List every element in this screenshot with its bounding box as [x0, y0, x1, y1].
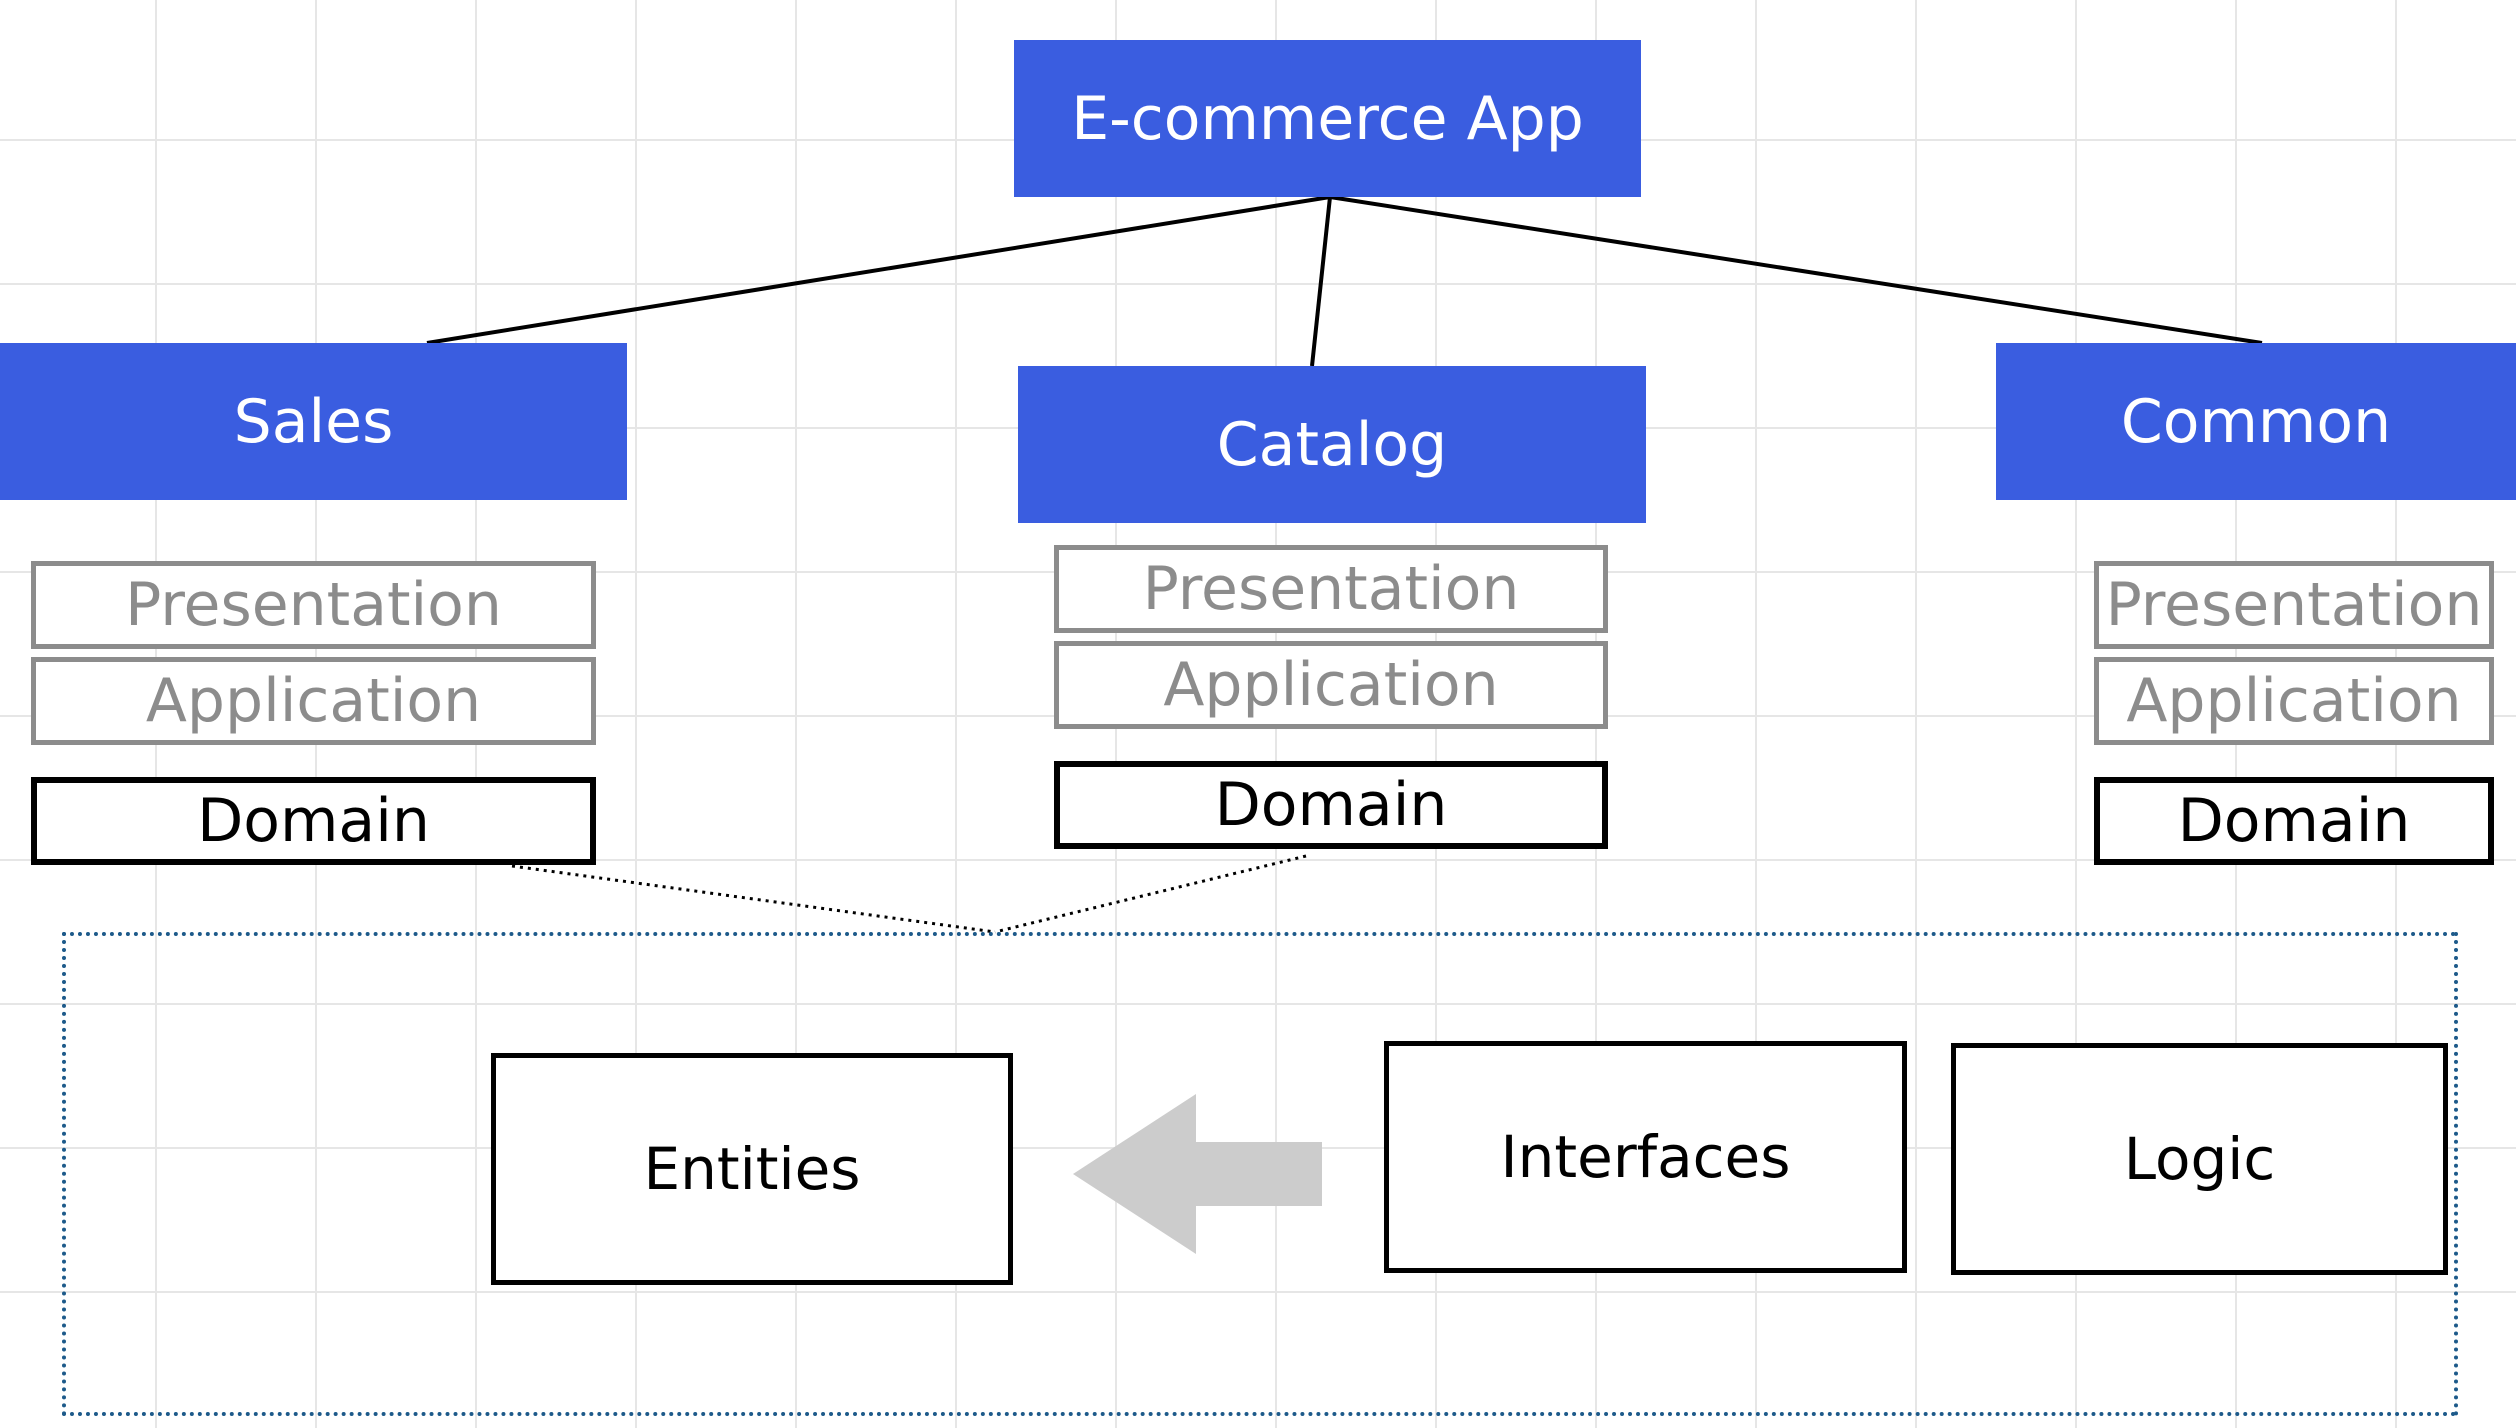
- dependency-arrow: [1073, 1094, 1322, 1254]
- sales-layer-application[interactable]: Application: [31, 657, 596, 745]
- domain-entities[interactable]: Entities: [491, 1053, 1013, 1285]
- common-layer-presentation[interactable]: Presentation: [2094, 561, 2494, 649]
- sales-layer-domain[interactable]: Domain: [31, 777, 596, 865]
- catalog-layer-application[interactable]: Application: [1054, 641, 1608, 729]
- domain-interfaces[interactable]: Interfaces: [1384, 1041, 1907, 1273]
- domain-logic[interactable]: Logic: [1951, 1043, 2448, 1275]
- module-common[interactable]: Common: [1996, 343, 2516, 500]
- common-layer-domain[interactable]: Domain: [2094, 777, 2494, 865]
- catalog-layer-presentation[interactable]: Presentation: [1054, 545, 1608, 633]
- zoom-line-catalog-domain: [994, 854, 1307, 934]
- edge-root-sales: [426, 195, 1331, 345]
- common-layer-application[interactable]: Application: [2094, 657, 2494, 745]
- module-sales[interactable]: Sales: [0, 343, 627, 500]
- zoom-line-sales-domain: [511, 864, 996, 934]
- root-node-ecommerce-app[interactable]: E-commerce App: [1014, 40, 1641, 197]
- catalog-layer-domain[interactable]: Domain: [1054, 761, 1608, 849]
- domain-expansion-frame: [62, 932, 2458, 1416]
- edge-root-common: [1329, 195, 2263, 345]
- module-catalog[interactable]: Catalog: [1018, 366, 1646, 523]
- edge-root-catalog: [1310, 196, 1332, 367]
- sales-layer-presentation[interactable]: Presentation: [31, 561, 596, 649]
